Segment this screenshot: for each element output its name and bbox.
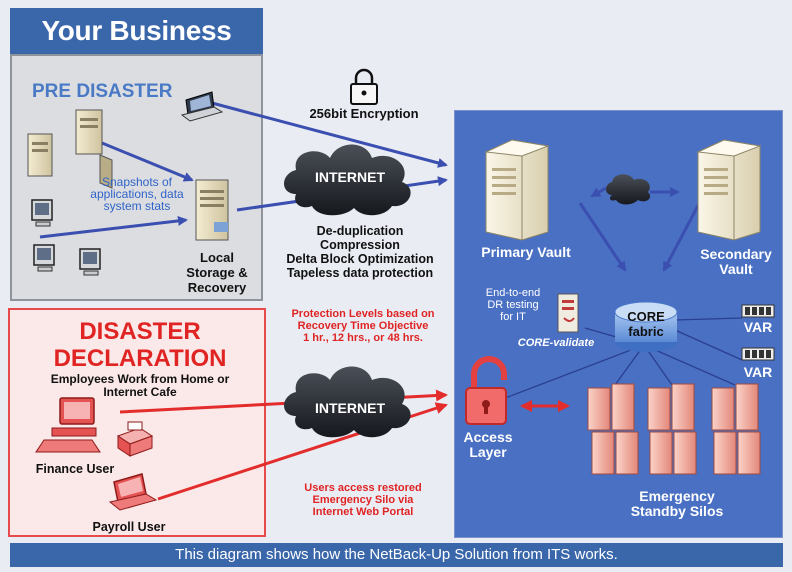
- var-device-icon: [741, 347, 775, 361]
- workstation-icon: [33, 244, 55, 272]
- local-storage-label: Local Storage & Recovery: [186, 250, 248, 295]
- arrow-secondary-to-core: [662, 197, 704, 272]
- arrow-primary-to-core: [578, 202, 627, 272]
- server-icon: [75, 109, 113, 189]
- laptop-icon: [180, 91, 224, 122]
- secondary-vault-server-icon: [696, 139, 762, 241]
- internet-cloud-icon: [284, 366, 411, 438]
- arrow-servers-to-local: [101, 141, 194, 182]
- payroll-user-label: Payroll User: [92, 520, 166, 534]
- access-layer-label: Access Layer: [463, 429, 513, 460]
- printer-icon: [116, 421, 154, 457]
- internet-label-top: INTERNET: [315, 169, 385, 185]
- disaster-heading: DISASTER DECLARATION: [53, 318, 227, 372]
- desktop-computer-icon: [35, 397, 101, 453]
- pre-disaster-heading: PRE DISASTER: [32, 81, 173, 102]
- page-title: Your Business: [10, 8, 263, 54]
- workstation-icon: [79, 248, 101, 276]
- server-icon: [27, 133, 53, 177]
- dr-testing-label: End-to-end DR testing for IT: [485, 287, 541, 323]
- var-label-top: VAR: [743, 319, 773, 335]
- arrow-workstations-to-local: [39, 215, 188, 239]
- core-validate-device-icon: [557, 293, 579, 333]
- primary-vault-label: Primary Vault: [481, 244, 571, 260]
- core-spokes: [499, 317, 743, 401]
- server-icon: [195, 179, 229, 241]
- emergency-silo-icon: [587, 383, 639, 475]
- protection-levels-label: Protection Levels based on Recovery Time…: [291, 308, 435, 344]
- arrow-vault-left: [590, 186, 607, 198]
- padlock-icon: [350, 68, 378, 105]
- workstation-icon: [31, 199, 53, 227]
- emergency-silo-icon: [647, 383, 697, 475]
- features-list: De-duplication Compression Delta Block O…: [286, 224, 434, 280]
- internet-label-bottom: INTERNET: [315, 400, 385, 416]
- snapshots-label: Snapshots of applications, data system s…: [90, 175, 184, 213]
- internet-cloud-icon: [284, 144, 411, 216]
- payroll-laptop-icon: [108, 473, 158, 511]
- core-fabric-label: CORE fabric: [627, 309, 665, 339]
- users-access-label: Users access restored Emergency Silo via…: [304, 482, 422, 518]
- emergency-silo-icon: [711, 383, 761, 475]
- footer-caption: This diagram shows how the NetBack-Up So…: [10, 543, 783, 567]
- core-validate-label: CORE-validate: [517, 337, 595, 349]
- primary-vault-server-icon: [484, 139, 550, 241]
- finance-user-label: Finance User: [35, 462, 115, 476]
- employees-label: Employees Work from Home or Internet Caf…: [50, 372, 230, 399]
- mini-cloud-icon: [606, 174, 651, 205]
- access-layer-lock-icon: [465, 356, 507, 425]
- core-fabric-icon: [614, 301, 678, 352]
- var-device-icon: [741, 304, 775, 318]
- encryption-label: 256bit Encryption: [309, 106, 419, 121]
- arrow-laptop-to-vault: [211, 101, 448, 168]
- secondary-vault-label: Secondary Vault: [700, 246, 772, 277]
- var-label-bottom: VAR: [743, 364, 773, 380]
- emergency-silos-label: Emergency Standby Silos: [630, 488, 724, 519]
